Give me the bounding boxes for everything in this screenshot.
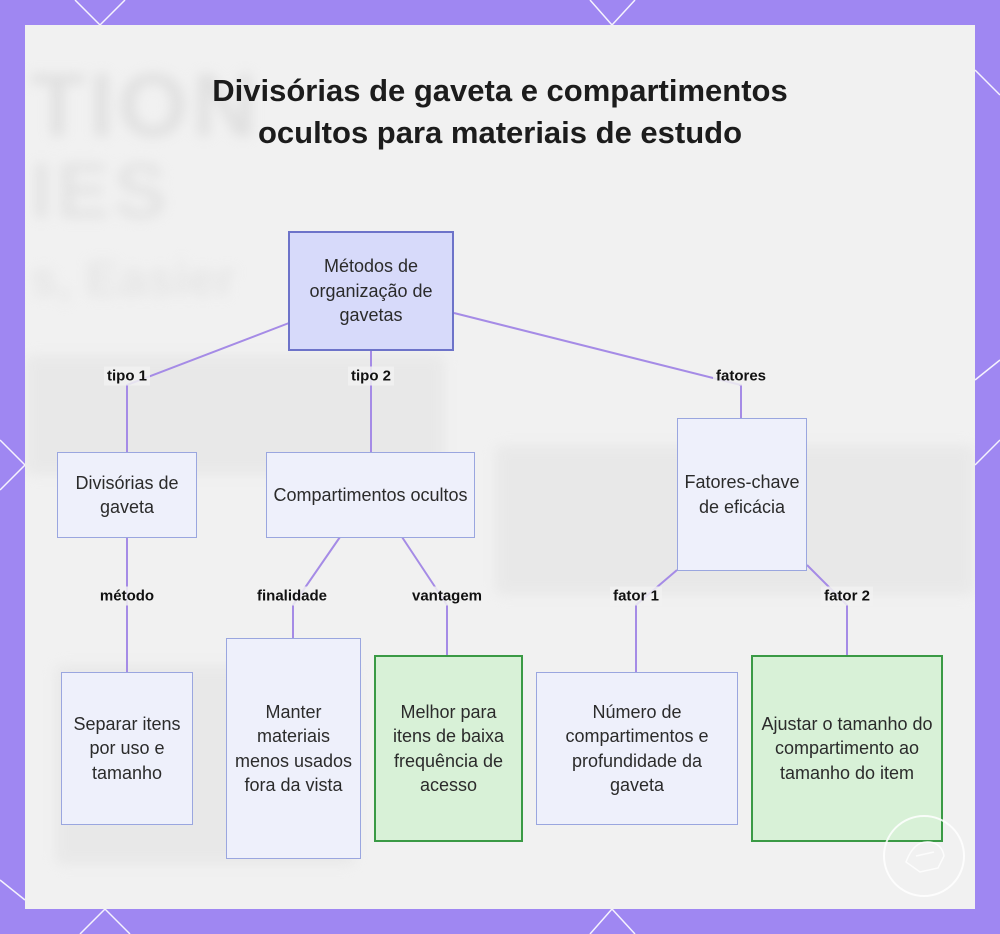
node-separar-itens-text: Separar itens por uso e tamanho [68, 712, 186, 786]
edge-fator1 [636, 570, 677, 672]
node-divisorias-gaveta-text: Divisórias de gaveta [64, 471, 190, 520]
edge-label-fator1: fator 1 [610, 587, 662, 606]
edge-label-vantagem: vantagem [409, 587, 485, 606]
edge-fator2 [807, 565, 847, 655]
node-numero-compartimentos-text: Número de compartimentos e profundidade … [543, 700, 731, 798]
node-numero-compartimentos: Número de compartimentos e profundidade … [536, 672, 738, 825]
edge-label-tipo2: tipo 2 [348, 367, 394, 386]
edge-tipo1 [127, 323, 289, 452]
node-melhor-para-itens: Melhor para itens de baixa frequência de… [374, 655, 523, 842]
edge-label-fatores: fatores [713, 367, 769, 386]
node-separar-itens: Separar itens por uso e tamanho [61, 672, 193, 825]
node-metodos-organizacao: Métodos de organização de gavetas [288, 231, 454, 351]
node-manter-materiais: Manter materiais menos usados fora da vi… [226, 638, 361, 859]
node-compartimentos-ocultos: Compartimentos ocultos [266, 452, 475, 538]
node-melhor-para-itens-text: Melhor para itens de baixa frequência de… [382, 700, 515, 798]
node-ajustar-tamanho-text: Ajustar o tamanho do compartimento ao ta… [759, 712, 935, 786]
node-compartimentos-ocultos-text: Compartimentos ocultos [273, 483, 467, 508]
edge-fatores [454, 313, 741, 418]
edge-label-finalidade: finalidade [254, 587, 330, 606]
node-fatores-chave-text: Fatores-chave de eficácia [684, 470, 800, 519]
node-divisorias-gaveta: Divisórias de gaveta [57, 452, 197, 538]
edge-label-tipo1: tipo 1 [104, 367, 150, 386]
node-fatores-chave: Fatores-chave de eficácia [677, 418, 807, 571]
edge-label-metodo: método [97, 587, 157, 606]
node-metodos-organizacao-text: Métodos de organização de gavetas [296, 254, 446, 328]
node-manter-materiais-text: Manter materiais menos usados fora da vi… [233, 700, 354, 798]
edge-label-fator2: fator 2 [821, 587, 873, 606]
watermark-logo-icon [880, 812, 968, 900]
